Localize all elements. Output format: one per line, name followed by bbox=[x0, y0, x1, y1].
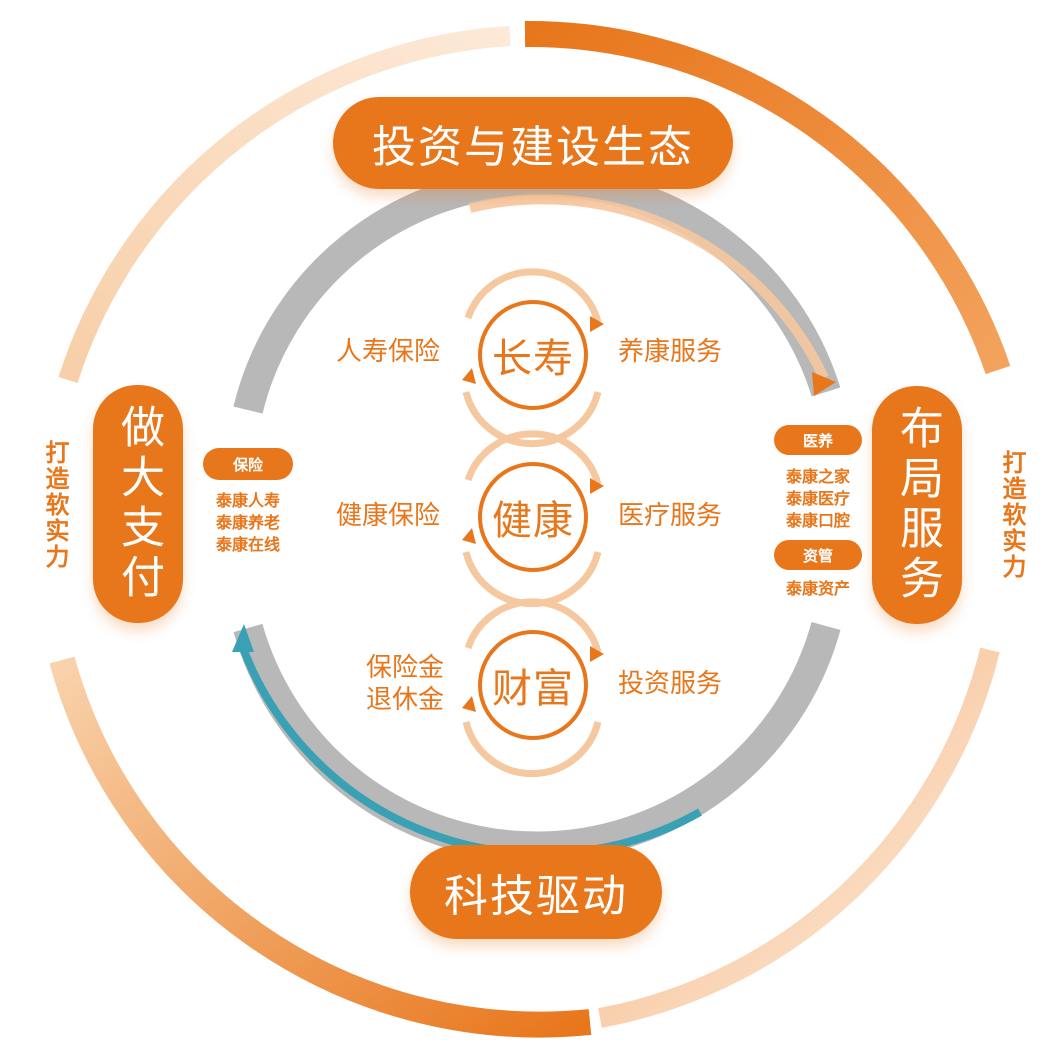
service-left-longevity: 人寿保险 bbox=[336, 337, 441, 367]
right-banner: 布局服务 bbox=[872, 386, 962, 624]
service-right-health: 医疗服务 bbox=[618, 501, 723, 531]
top-banner: 投资与建设生态 bbox=[333, 97, 733, 189]
outer-arc-top-left bbox=[58, 26, 511, 384]
inner-ring-teal bbox=[236, 638, 702, 858]
right-group-1-tag: 医养 bbox=[774, 425, 862, 455]
bottom-banner: 科技驱动 bbox=[410, 845, 662, 939]
left-group-list: 泰康人寿 泰康养老 泰康在线 bbox=[203, 490, 293, 556]
core-ring-3 bbox=[462, 598, 604, 778]
core-circle-longevity: 长寿 bbox=[478, 300, 588, 410]
outer-arc-bottom-right bbox=[598, 647, 1000, 1028]
right-group-2-list: 泰康资产 bbox=[772, 578, 864, 600]
left-banner: 做大支付 bbox=[93, 385, 183, 623]
inner-ring-highlight bbox=[468, 194, 829, 381]
list-item: 泰康人寿 bbox=[215, 491, 280, 510]
list-item: 泰康医疗 bbox=[785, 489, 850, 508]
list-item: 泰康在线 bbox=[215, 535, 280, 554]
list-item: 泰康之家 bbox=[785, 467, 850, 486]
core-circle-wealth: 财富 bbox=[478, 630, 588, 740]
right-group-2-tag: 资管 bbox=[774, 540, 862, 570]
list-item: 泰康口腔 bbox=[785, 511, 850, 530]
inner-arrow-tip-right bbox=[812, 372, 836, 396]
inner-arrow-tip-left bbox=[232, 624, 254, 652]
service-right-wealth: 投资服务 bbox=[618, 669, 723, 699]
service-left-wealth: 保险金 退休金 bbox=[366, 653, 445, 715]
list-item: 泰康养老 bbox=[215, 513, 280, 532]
outer-arc-top-right bbox=[524, 20, 1011, 375]
right-group-1-list: 泰康之家 泰康医疗 泰康口腔 bbox=[772, 466, 864, 532]
list-item: 泰康资产 bbox=[785, 579, 850, 598]
core-circle-health: 健康 bbox=[478, 462, 588, 572]
core-ring-1 bbox=[462, 268, 604, 448]
left-group-tag: 保险 bbox=[203, 448, 293, 480]
service-right-longevity: 养康服务 bbox=[618, 337, 723, 367]
side-text-right: 打造软实力 bbox=[998, 450, 1026, 580]
outer-arc-bottom-left bbox=[49, 656, 592, 1038]
side-text-left: 打造软实力 bbox=[41, 440, 69, 570]
service-left-health: 健康保险 bbox=[336, 501, 441, 531]
